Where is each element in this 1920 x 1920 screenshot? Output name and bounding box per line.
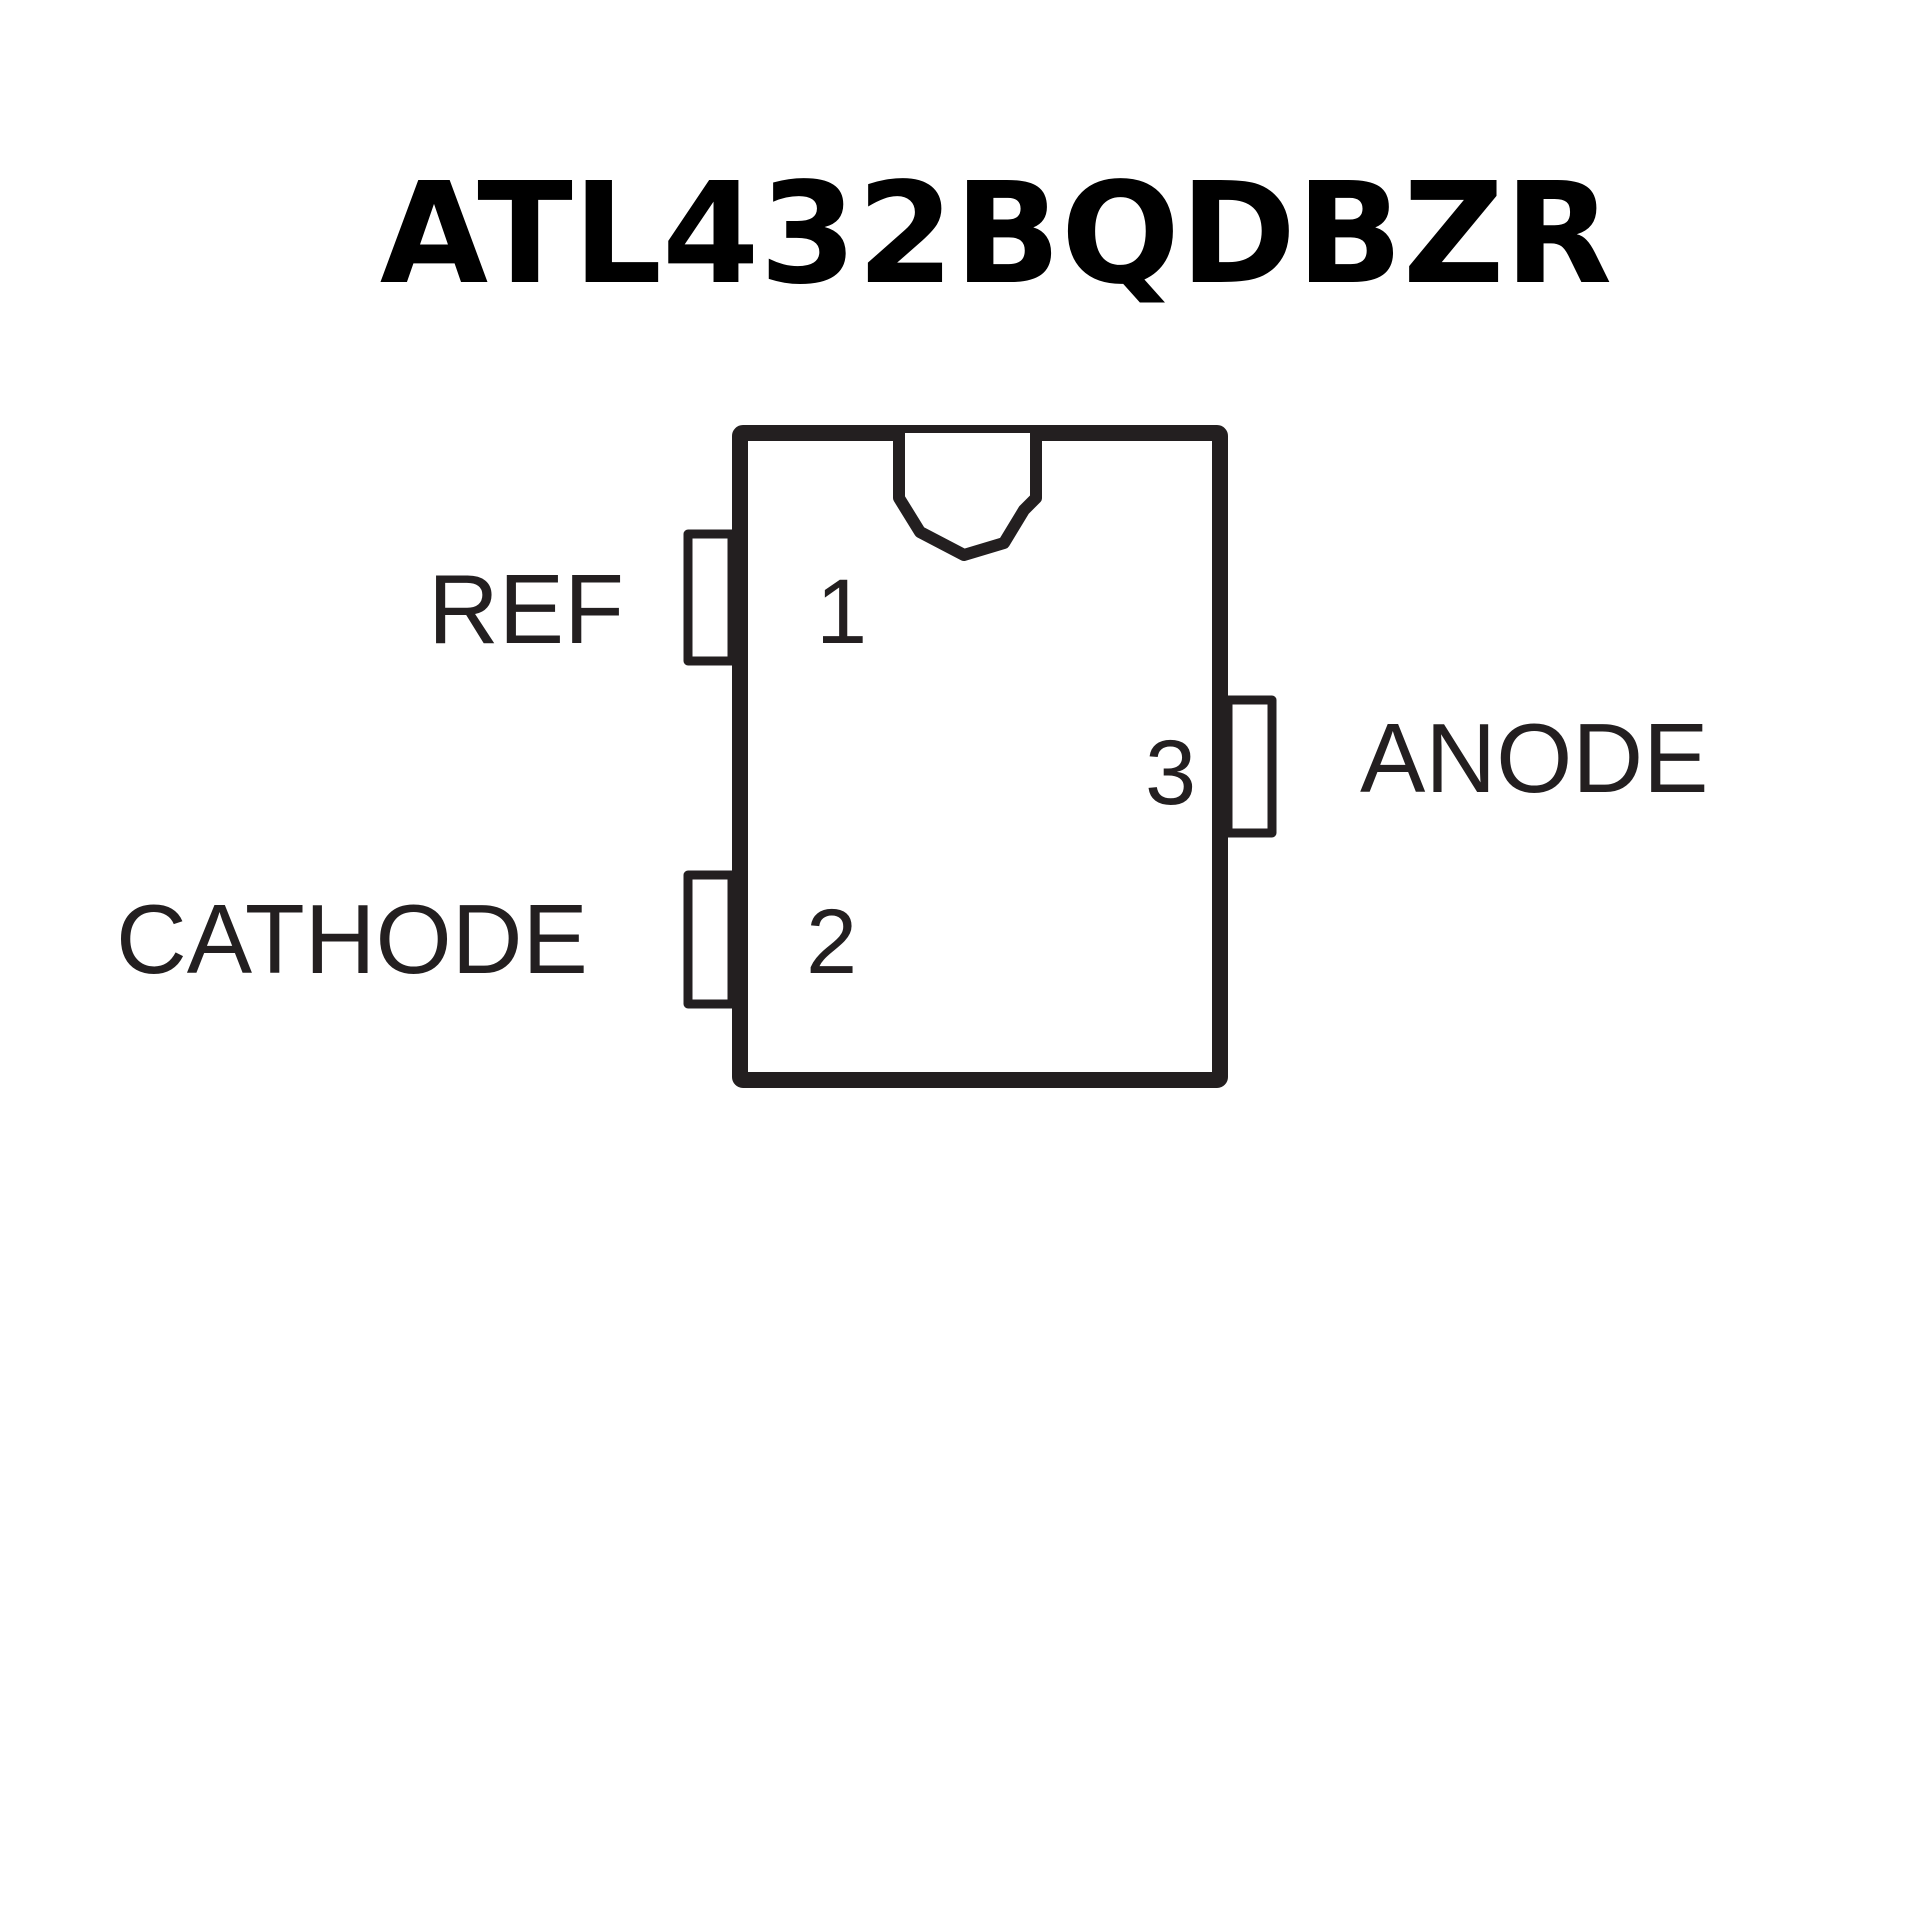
pin1-notch — [893, 433, 1042, 561]
pin-2-lead — [683, 870, 737, 1009]
pin-3-number: 3 — [1145, 722, 1196, 824]
pin-1-name: REF — [428, 554, 624, 664]
pin-2-name: CATHODE — [116, 884, 588, 994]
pin-2-number: 2 — [806, 891, 857, 993]
pin-1-lead — [683, 529, 737, 666]
package-outline — [683, 425, 1277, 1088]
pin-3-name: ANODE — [1360, 703, 1709, 813]
pin-1-number: 1 — [816, 561, 867, 663]
part-number-title: ATL432BQDBZR — [380, 153, 1612, 316]
pin-3-lead — [1223, 695, 1277, 838]
